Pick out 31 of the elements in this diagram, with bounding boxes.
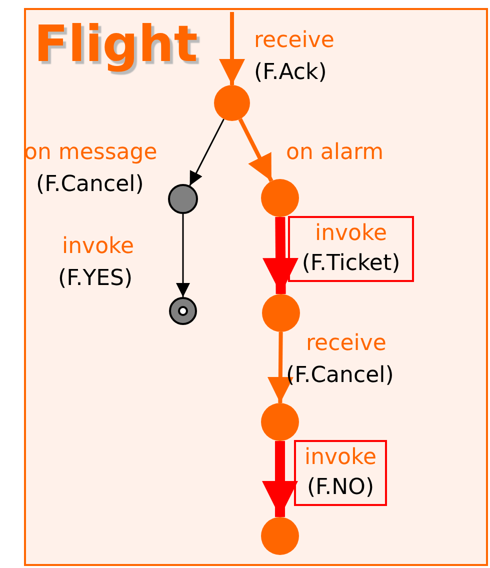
arrow — [238, 118, 274, 182]
highlight-box — [294, 440, 387, 506]
action-label: invoke — [303, 444, 378, 472]
parameter-label: (F.Ticket) — [300, 250, 402, 278]
arrow — [176, 214, 190, 297]
parameter-label: (F.Cancel) — [36, 172, 144, 198]
state-circle — [168, 184, 198, 214]
state-circle — [261, 403, 299, 441]
edge-label: receive — [254, 28, 334, 54]
edge-label: on alarm — [286, 140, 384, 166]
final-state-circle — [169, 297, 197, 325]
state-circle — [261, 517, 299, 555]
parameter-label: (F.YES) — [58, 266, 133, 292]
lane-title: Flight — [34, 16, 198, 72]
arrow — [267, 332, 294, 404]
state-circle — [214, 85, 250, 121]
action-label: invoke — [314, 220, 388, 248]
state-circle — [262, 294, 300, 332]
arrow — [219, 12, 245, 85]
arrow — [262, 216, 299, 294]
parameter-label: (F.Ack) — [254, 60, 327, 86]
arrow — [262, 441, 298, 517]
edge-label: invoke — [62, 234, 134, 260]
highlight-box — [288, 216, 414, 282]
state-circle — [261, 179, 299, 217]
swimlane-box — [24, 8, 488, 566]
parameter-label: (F.Cancel) — [286, 363, 394, 389]
parameter-label: (F.NO) — [306, 474, 376, 502]
edge-label: on message — [24, 140, 158, 166]
edge-label: receive — [306, 331, 386, 357]
arrow — [189, 118, 224, 186]
